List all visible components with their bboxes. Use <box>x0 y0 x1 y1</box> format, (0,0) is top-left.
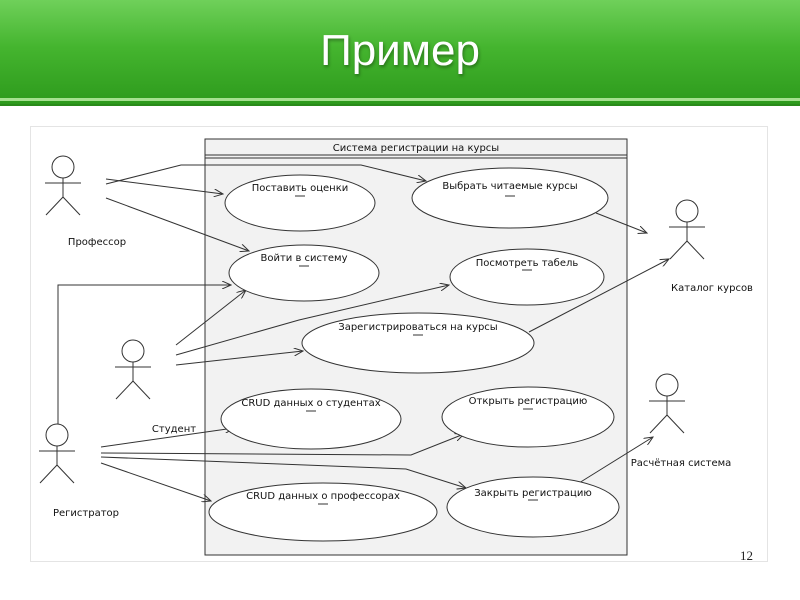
actor-student-label: Студент <box>152 424 196 435</box>
use-case-crud-students: CRUD данных о студентах <box>220 388 402 450</box>
banner-highlight-line <box>0 98 800 101</box>
assoc-student-login <box>175 290 246 346</box>
svg-text:Войти в систему: Войти в систему <box>261 253 348 264</box>
svg-text:Поставить оценки: Поставить оценки <box>252 183 349 194</box>
assoc-registrar-login <box>57 285 231 427</box>
assoc-select-courses-catalog <box>595 212 647 233</box>
assoc-professor-grade <box>105 178 223 194</box>
use-case-view-report: Посмотреть табель <box>449 248 605 306</box>
slide-title: Пример <box>320 26 480 75</box>
svg-text:Посмотреть табель: Посмотреть табель <box>476 258 579 269</box>
actor-billing-system-label: Расчётная система <box>631 458 732 469</box>
svg-text:Зарегистрироваться на курсы: Зарегистрироваться на курсы <box>338 322 497 333</box>
assoc-professor-login <box>105 197 249 251</box>
use-case-grade: Поставить оценки <box>224 174 376 232</box>
diagram-panel: Система регистрации на курсы <box>30 126 768 562</box>
use-case-select-courses: Выбрать читаемые курсы <box>411 167 609 229</box>
actor-student <box>115 339 151 400</box>
assoc-registrar-close-registration <box>100 456 466 488</box>
svg-text:CRUD данных о профессорах: CRUD данных о профессорах <box>246 491 400 502</box>
title-banner <box>0 0 800 106</box>
actor-professor-label: Профессор <box>68 237 126 248</box>
assoc-professor-select-courses <box>105 164 426 185</box>
assoc-student-register <box>175 351 303 366</box>
svg-text:Открыть регистрацию: Открыть регистрацию <box>469 396 588 407</box>
assoc-registrar-crud-students <box>100 428 234 448</box>
svg-text:CRUD данных о студентах: CRUD данных о студентах <box>241 398 380 409</box>
use-case-crud-professors: CRUD данных о профессорах <box>208 482 438 542</box>
actor-registrar-label: Регистратор <box>53 508 119 519</box>
use-case-diagram: Система регистрации на курсы <box>39 138 753 556</box>
actor-registrar <box>39 423 75 484</box>
assoc-student-view-report <box>175 285 449 356</box>
use-case-login: Войти в систему <box>228 244 380 302</box>
use-case-register: Зарегистрироваться на курсы <box>301 312 535 374</box>
associations <box>57 164 669 501</box>
use-case-open-registration: Открыть регистрацию <box>441 386 615 448</box>
assoc-register-catalog <box>528 259 669 333</box>
use-case-close-registration: Закрыть регистрацию <box>446 476 620 538</box>
actor-professor <box>45 155 81 216</box>
assoc-registrar-crud-professors <box>100 462 211 501</box>
actor-billing-system <box>649 373 685 434</box>
system-title: Система регистрации на курсы <box>333 143 499 154</box>
actor-course-catalog-label: Каталог курсов <box>671 283 753 294</box>
actor-course-catalog <box>669 199 705 260</box>
svg-text:Выбрать читаемые курсы: Выбрать читаемые курсы <box>442 181 577 192</box>
assoc-close-registration-billing <box>578 437 653 484</box>
svg-text:Закрыть регистрацию: Закрыть регистрацию <box>474 488 592 499</box>
page-number: 12 <box>740 548 753 563</box>
assoc-registrar-open-registration <box>100 434 464 456</box>
